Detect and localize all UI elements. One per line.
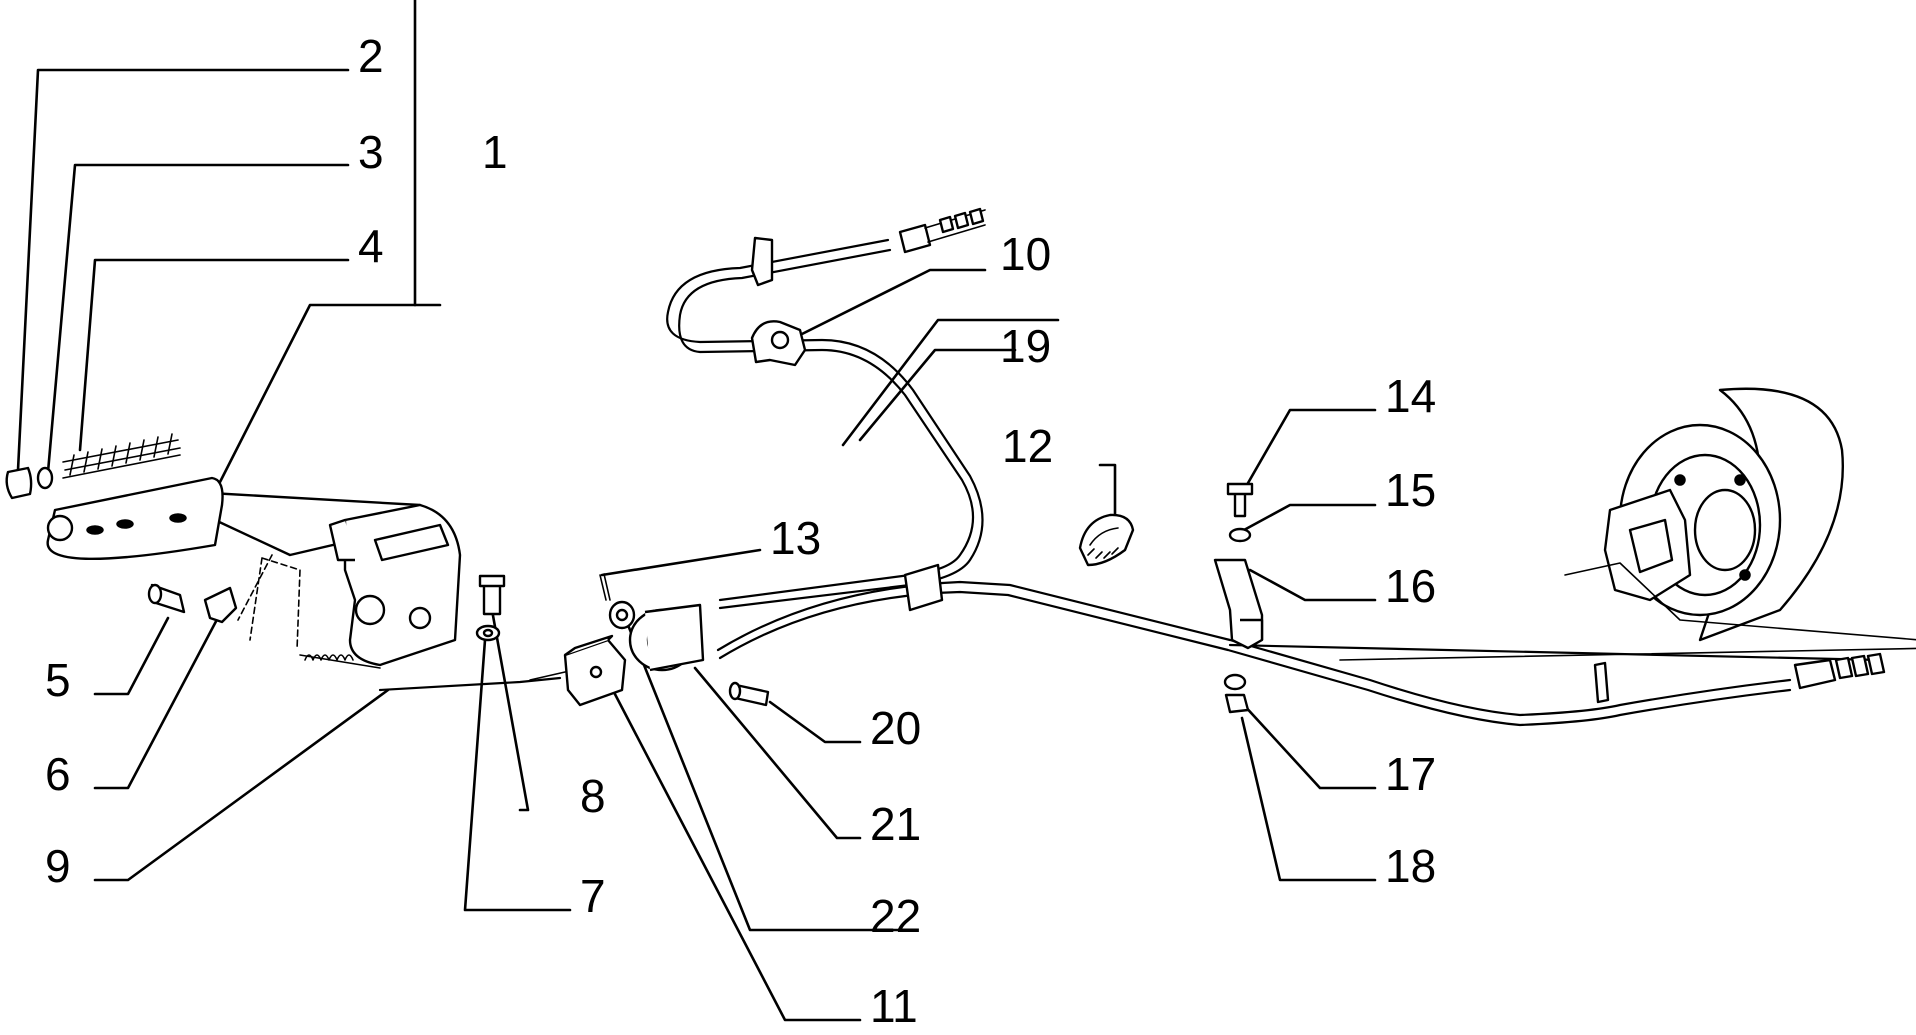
callout-22: 22 [870, 890, 921, 942]
part-5-pin [147, 583, 186, 614]
part-20-pin [728, 681, 770, 707]
part-8-bolt [478, 574, 506, 616]
callout-15: 15 [1385, 464, 1436, 516]
callout-labels: 2 3 1 4 10 19 12 14 15 13 16 5 20 6 17 8… [45, 30, 1436, 1032]
callout-5: 5 [45, 654, 71, 706]
callout-9: 9 [45, 840, 71, 892]
callout-12: 12 [1002, 420, 1053, 472]
callout-13: 13 [770, 512, 821, 564]
callout-7: 7 [580, 870, 606, 922]
callout-18: 18 [1385, 840, 1436, 892]
part-15-washer [1228, 527, 1252, 543]
part-18-nut [1224, 693, 1250, 714]
part-12-clip [1078, 513, 1135, 567]
callout-2: 2 [358, 30, 384, 82]
cable-guide [903, 563, 944, 612]
brake-disc-caliper [1564, 387, 1916, 642]
part-7-washer [475, 624, 501, 642]
handbrake-lever-assembly [5, 433, 562, 692]
leader-lines [16, 0, 1377, 1022]
callout-8: 8 [580, 770, 606, 822]
part-22-washer [608, 600, 636, 630]
callout-6: 6 [45, 748, 71, 800]
part-17-washer [1223, 673, 1247, 691]
cable-end-fittings [1593, 652, 1886, 704]
part-11-connector [529, 634, 627, 707]
callout-4: 4 [358, 220, 384, 272]
callout-11: 11 [870, 980, 918, 1030]
callout-17: 17 [1385, 748, 1436, 800]
part-21-pulley [628, 603, 705, 672]
callout-16: 16 [1385, 560, 1436, 612]
part-14-bolt [1226, 482, 1254, 518]
part-6-clip [203, 586, 238, 624]
part-10-clamp [750, 320, 807, 367]
callout-19: 19 [1000, 320, 1051, 372]
callout-1: 1 [482, 126, 508, 178]
upper-cable-bracket [750, 207, 986, 287]
callout-14: 14 [1385, 370, 1436, 422]
callout-3: 3 [358, 126, 384, 178]
part-13-split-pin [599, 573, 611, 601]
callout-10: 10 [1000, 228, 1051, 280]
part-16-bracket [1213, 558, 1264, 650]
callout-20: 20 [870, 702, 921, 754]
callout-21: 21 [870, 798, 921, 850]
brake-cables [666, 238, 1916, 727]
